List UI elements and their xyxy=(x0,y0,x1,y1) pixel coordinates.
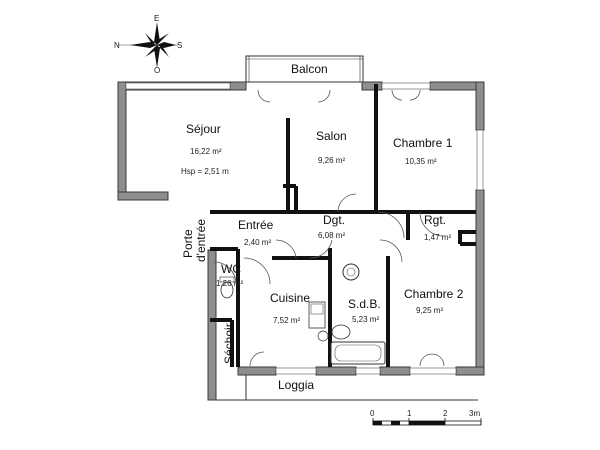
partitions xyxy=(210,84,476,367)
room-cuisine-area: 7,52 m² xyxy=(273,316,300,325)
room-rgt-area: 1,47 m² xyxy=(424,233,451,242)
room-sejour-hsp: Hsp = 2,51 m xyxy=(181,167,229,176)
compass-east: E xyxy=(154,14,159,23)
balcony xyxy=(245,55,364,83)
room-wc-area: 1,26 m² xyxy=(216,279,243,288)
room-chambre1-label: Chambre 1 xyxy=(393,136,453,150)
scale-tick-0: 0 xyxy=(370,409,375,418)
fixtures xyxy=(219,263,386,365)
doors xyxy=(213,89,445,367)
room-chambre2-area: 9,25 m² xyxy=(416,306,443,315)
room-sechoir-label: Séchoir xyxy=(222,323,236,364)
room-salon-area: 9,26 m² xyxy=(318,156,345,165)
room-rgt-label: Rgt. xyxy=(424,213,446,227)
entry-door-label-line2: d'entrée xyxy=(194,219,208,262)
room-sejour-area: 16,22 m² xyxy=(190,147,222,156)
room-wc-label: WC xyxy=(221,262,241,276)
compass-north: N xyxy=(114,41,120,50)
scale-tick-3: 3m xyxy=(469,409,480,418)
room-salon-label: Salon xyxy=(316,129,347,143)
room-sdb-area: 5,23 m² xyxy=(352,315,379,324)
room-sejour-label: Séjour xyxy=(186,122,221,136)
room-sdb-label: S.d.B. xyxy=(348,297,381,311)
loggia-outline xyxy=(216,375,478,401)
room-dgt-area: 6,08 m² xyxy=(318,231,345,240)
scale-bar: 0 1 2 3m xyxy=(370,409,482,426)
room-cuisine-label: Cuisine xyxy=(270,291,310,305)
room-balcon-label: Balcon xyxy=(291,62,328,76)
entry-door-label-line1: Porte xyxy=(181,229,195,258)
room-entree-label: Entrée xyxy=(238,218,274,232)
room-entree-area: 2,40 m² xyxy=(244,238,271,247)
windows xyxy=(125,82,484,375)
compass-west: O xyxy=(154,66,160,75)
compass-rose: N S E O xyxy=(114,14,182,75)
compass-south: S xyxy=(177,41,182,50)
room-chambre1-area: 10,35 m² xyxy=(405,157,437,166)
scale-tick-2: 2 xyxy=(443,409,448,418)
room-dgt-label: Dgt. xyxy=(323,213,345,227)
room-chambre2-label: Chambre 2 xyxy=(404,287,464,301)
room-loggia-label: Loggia xyxy=(278,378,314,392)
scale-tick-1: 1 xyxy=(407,409,412,418)
